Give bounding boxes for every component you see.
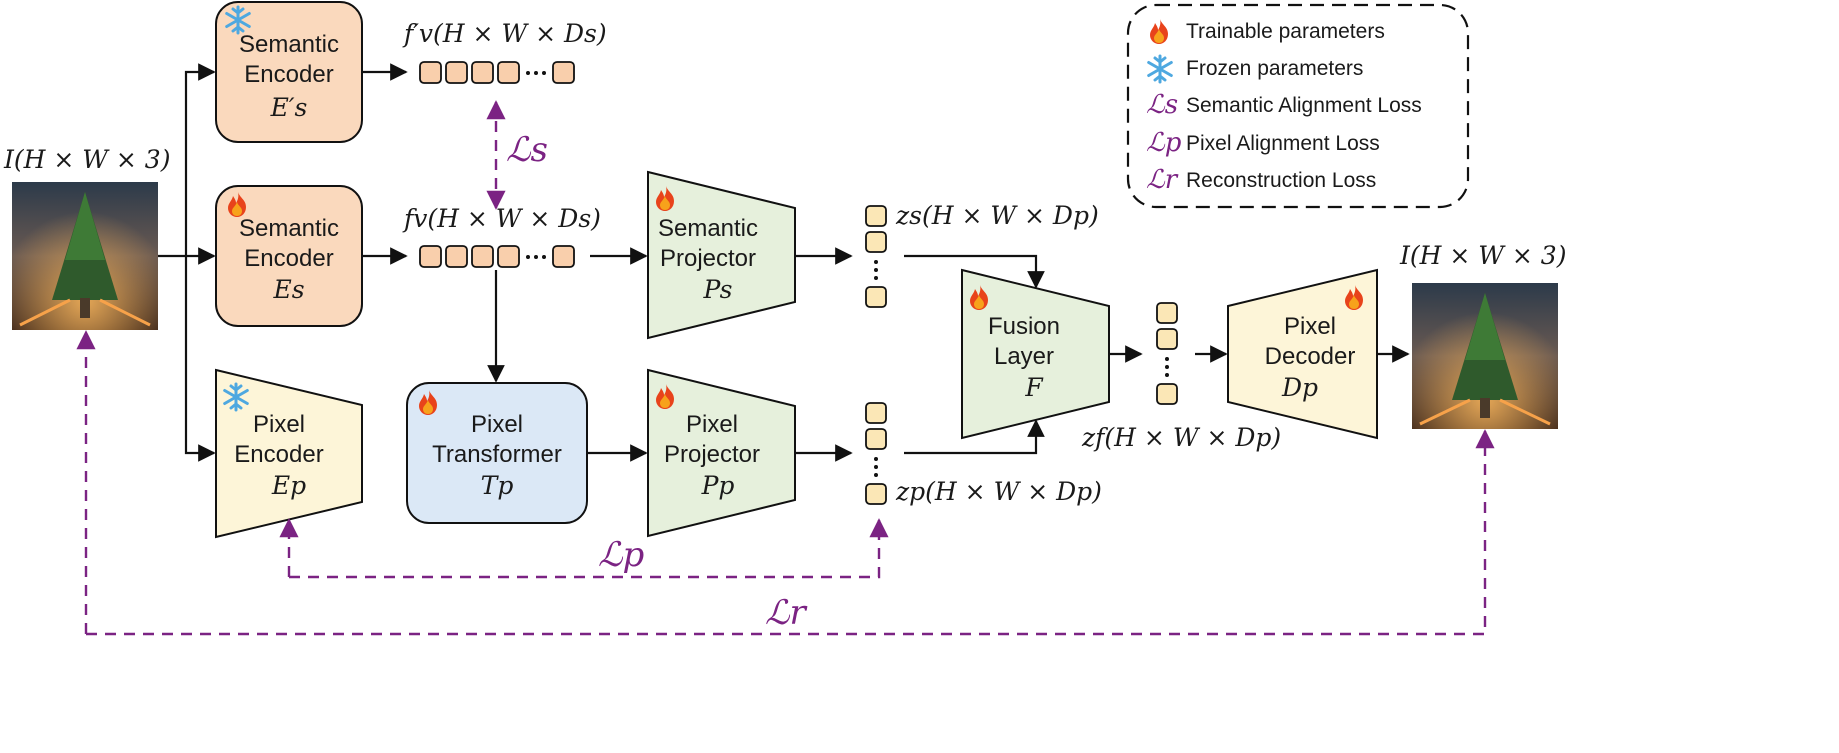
pixel-decoder: Pixel Decoder Dp	[1227, 268, 1378, 440]
svg-text:Encoder: Encoder	[234, 441, 323, 468]
pixel-projector: Pixel Projector Pp	[647, 368, 796, 538]
semantic-encoder-frozen: Semantic Encoder E′s	[215, 1, 363, 143]
svg-text:Decoder: Decoder	[1265, 343, 1356, 370]
token-column-zp	[865, 402, 887, 505]
input-label: I(H × W × 3)	[3, 145, 170, 174]
svg-text:Layer: Layer	[994, 343, 1054, 370]
token-column-zs	[865, 205, 887, 308]
legend-symbol-ls: ℒs	[1146, 90, 1178, 120]
feature-zf-label: zf(H × W × Dp)	[1081, 423, 1281, 452]
fusion-layer: Fusion Layer F	[961, 268, 1110, 440]
svg-text:Tp: Tp	[481, 471, 514, 500]
legend-item-reconstruction-loss: Reconstruction Loss	[1186, 169, 1376, 192]
svg-text:Encoder: Encoder	[244, 245, 333, 272]
pixel-encoder: Pixel Encoder Ep	[215, 368, 363, 539]
svg-text:Projector: Projector	[664, 441, 760, 468]
svg-text:Transformer: Transformer	[432, 441, 562, 468]
svg-text:Projector: Projector	[660, 245, 756, 272]
feature-zp-label: zp(H × W × Dp)	[895, 477, 1102, 506]
loss-lr-label: ℒr	[765, 593, 807, 633]
svg-text:Pixel: Pixel	[253, 411, 305, 438]
legend-symbol-lr: ℒr	[1146, 165, 1179, 195]
svg-text:Es: Es	[272, 275, 304, 304]
legend: Trainable parameters Frozen parameters ℒ…	[1126, 3, 1470, 209]
pixel-transformer: Pixel Transformer Tp	[406, 382, 588, 524]
semantic-encoder: Semantic Encoder Es	[215, 185, 363, 327]
svg-text:Fusion: Fusion	[988, 313, 1060, 340]
input-image	[12, 182, 158, 330]
output-image	[1412, 283, 1558, 429]
token-row-fv	[419, 245, 575, 268]
semantic-projector: Semantic Projector Ps	[647, 170, 796, 340]
token-row-fv-prime	[419, 61, 575, 84]
svg-text:E′s: E′s	[270, 93, 308, 122]
svg-text:F: F	[1024, 373, 1044, 402]
svg-text:Ps: Ps	[703, 275, 733, 304]
feature-zs-label: zs(H × W × Dp)	[895, 201, 1099, 230]
svg-text:Semantic: Semantic	[658, 215, 758, 242]
legend-item-trainable: Trainable parameters	[1186, 20, 1385, 43]
feature-fv-prime-label: f′v(H × W × Ds)	[402, 19, 607, 48]
token-column-zf	[1156, 302, 1178, 405]
svg-text:Ep: Ep	[271, 471, 306, 500]
svg-text:Pixel: Pixel	[686, 411, 738, 438]
svg-text:Semantic: Semantic	[239, 31, 339, 58]
legend-item-semantic-loss: Semantic Alignment Loss	[1186, 94, 1422, 117]
svg-text:Semantic: Semantic	[239, 215, 339, 242]
feature-fv-label: fv(H × W × Ds)	[402, 204, 601, 233]
flow-arrows	[158, 63, 1410, 462]
output-label: I(H × W × 3)	[1399, 241, 1566, 270]
loss-ls-label: ℒs	[506, 130, 548, 170]
svg-text:Pp: Pp	[701, 471, 735, 500]
svg-text:Encoder: Encoder	[244, 61, 333, 88]
svg-text:Dp: Dp	[1281, 373, 1318, 402]
legend-item-frozen: Frozen parameters	[1186, 57, 1363, 80]
legend-symbol-lp: ℒp	[1146, 128, 1182, 158]
loss-lp-label: ℒp	[598, 535, 644, 575]
legend-item-pixel-loss: Pixel Alignment Loss	[1186, 132, 1380, 155]
loss-arrows	[76, 100, 1495, 636]
svg-text:Pixel: Pixel	[471, 411, 523, 438]
svg-text:Pixel: Pixel	[1284, 313, 1336, 340]
